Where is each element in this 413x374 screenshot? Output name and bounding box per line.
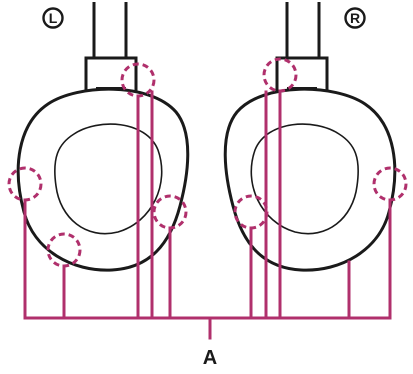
- left-headband-slider: [94, 2, 126, 58]
- callout-label: A: [203, 347, 217, 369]
- right-side-badge-text: R: [350, 10, 360, 26]
- left-housing: L: [18, 2, 188, 270]
- right-headband-slider: [287, 2, 319, 58]
- left-side-badge-text: L: [49, 10, 58, 26]
- left-side-badge: L: [44, 9, 63, 28]
- right-side-badge: R: [346, 9, 365, 28]
